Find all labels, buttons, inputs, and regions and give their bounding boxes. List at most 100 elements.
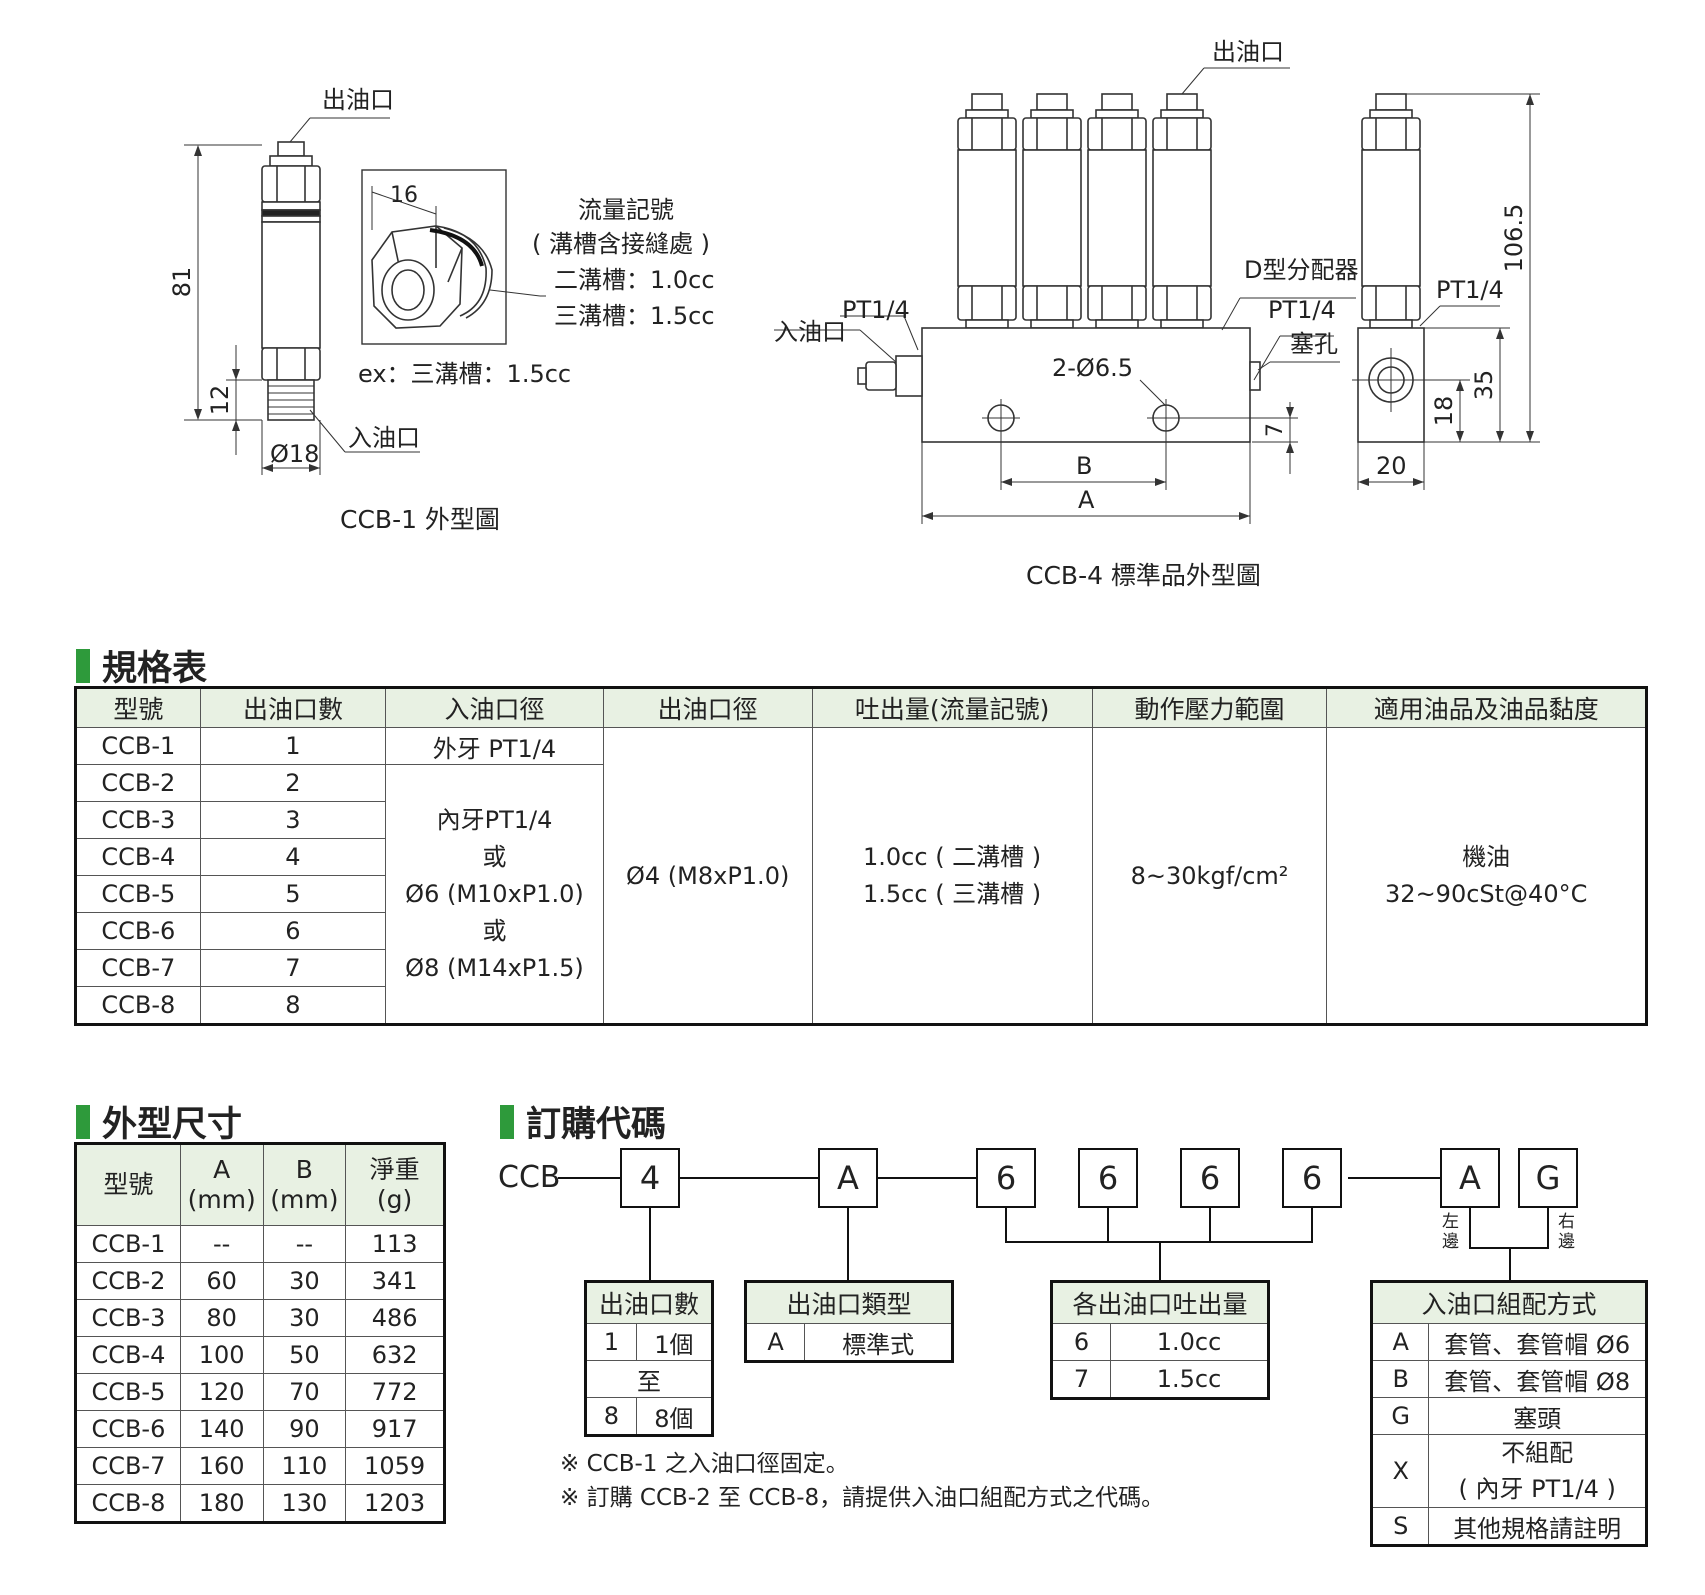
dims-cell: --	[262, 1225, 347, 1263]
code-box-type: A	[818, 1148, 878, 1208]
table-row: CCB-2 2 內牙PT1/4 或 Ø6 (M10xP1.0) 或 Ø8 (M1…	[75, 764, 1647, 1025]
spec-header: 入油口徑	[385, 687, 604, 728]
dims-cell: CCB-5	[75, 1373, 181, 1411]
oil-cell: 機油 32~90cSt@40°C	[1326, 727, 1647, 1025]
code-box-discharge-1: 6	[976, 1148, 1036, 1208]
ccb1-dim-16: 16	[390, 183, 418, 208]
table-row: X 不組配( 內牙 PT1/4 )	[1370, 1434, 1647, 1508]
dims-header-unit: (mm)	[187, 1185, 256, 1214]
dims-cell: CCB-7	[75, 1447, 181, 1485]
discharge-title: 各出油口吐出量	[1051, 1281, 1269, 1324]
dims-cell: 90	[262, 1410, 347, 1448]
dims-cell: 70	[262, 1373, 347, 1411]
spec-header: 吐出量(流量記號)	[811, 687, 1093, 728]
discharge-line: 1.5cc ( 三溝槽 )	[863, 879, 1042, 908]
outlet-count-cell: 1	[199, 727, 387, 765]
dims-cell: 160	[179, 1447, 264, 1485]
section-bar	[500, 1104, 514, 1139]
right-side-label: 右邊	[1558, 1212, 1575, 1252]
outlet-count-title: 出油口數	[585, 1281, 713, 1324]
ccb4-dim-b: B	[1076, 452, 1092, 480]
order-note-1: ※ CCB-1 之入油口徑固定。	[560, 1451, 849, 1477]
dims-header: B(mm)	[262, 1143, 347, 1226]
flow-example: ex：三溝槽：1.5cc	[358, 360, 571, 388]
dims-cell: CCB-3	[75, 1299, 181, 1337]
dims-cell: 110	[262, 1447, 347, 1485]
ccb1-caption: CCB-1 外型圖	[340, 505, 500, 534]
order-section-title: 訂購代碼	[500, 1096, 666, 1147]
ccb4-pt-left: PT1/4	[842, 296, 910, 324]
ccb1-dim-81: 81	[168, 267, 196, 298]
spec-header-row: 型號 出油口數 入油口徑 出油口徑 吐出量(流量記號) 動作壓力範圍 適用油品及…	[75, 687, 1647, 728]
ccb1-outlet-label: 出油口	[322, 86, 394, 114]
dims-header-b: B	[295, 1155, 313, 1184]
dims-cell: 180	[179, 1484, 264, 1523]
ccb4-inlet-label: 入油口	[774, 318, 846, 346]
desc-cell: 套管、套管帽 Ø8	[1428, 1360, 1647, 1398]
dims-cell: CCB-4	[75, 1336, 181, 1374]
code-cell: 6	[1050, 1323, 1112, 1361]
spec-header: 出油口徑	[602, 687, 813, 728]
desc-cell: 1個	[635, 1323, 714, 1361]
table-row: 至	[585, 1360, 713, 1398]
dims-header: A(mm)	[179, 1143, 264, 1226]
code-box-inlet-right: G	[1518, 1148, 1578, 1208]
outlet-count-cell: 8	[199, 986, 387, 1025]
spec-header: 動作壓力範圍	[1091, 687, 1328, 728]
ccb1-inlet-label: 入油口	[348, 424, 420, 452]
outlet-count-cell: 3	[199, 801, 387, 839]
dims-cell: 140	[179, 1410, 264, 1448]
desc-line: ( 內牙 PT1/4 )	[1458, 1475, 1616, 1503]
dims-cell: 30	[262, 1262, 347, 1300]
desc-cell: 塞頭	[1428, 1397, 1647, 1435]
dims-cell: 50	[262, 1336, 347, 1374]
inlet-line: 或	[482, 916, 507, 945]
code-cell: 8	[585, 1397, 637, 1436]
ccb4-dim-35: 35	[1470, 370, 1498, 401]
dims-cell: CCB-2	[75, 1262, 181, 1300]
dims-cell: 80	[179, 1299, 264, 1337]
dims-title-text: 外型尺寸	[102, 1105, 243, 1145]
outlet-type-title: 出油口類型	[745, 1281, 953, 1324]
model-cell: CCB-2	[75, 764, 201, 802]
desc-line: 不組配	[1501, 1439, 1574, 1467]
model-cell: CCB-5	[75, 875, 201, 913]
ccb4-dim-1065: 106.5	[1500, 204, 1528, 273]
dims-header-unit: (mm)	[270, 1185, 339, 1214]
model-cell: CCB-8	[75, 986, 201, 1025]
desc-cell: 至	[585, 1360, 713, 1398]
order-code-connectors	[558, 1177, 1549, 1282]
dims-cell: 1059	[345, 1447, 445, 1485]
code-cell: B	[1370, 1360, 1430, 1398]
desc-cell: 其他規格請註明	[1428, 1507, 1647, 1546]
model-cell: CCB-3	[75, 801, 201, 839]
dims-cell: 130	[262, 1484, 347, 1523]
code-cell: A	[744, 1323, 806, 1362]
dims-header-unit: (g)	[376, 1185, 413, 1214]
ccb4-dim-7: 7	[1263, 423, 1288, 437]
code-cell: 1	[585, 1323, 637, 1361]
ccb4-d-type: D型分配器	[1244, 256, 1358, 284]
dims-section-title: 外型尺寸	[76, 1096, 242, 1147]
table-row: CCB-1----113	[75, 1225, 445, 1263]
code-cell: 7	[1050, 1360, 1112, 1399]
dims-cell: 113	[345, 1225, 445, 1263]
dims-cell: 120	[179, 1373, 264, 1411]
dims-cell: 1203	[345, 1484, 445, 1523]
ccb4-dim-20: 20	[1376, 452, 1407, 480]
oil-line: 機油	[1462, 842, 1511, 871]
outlet-count-cell: 7	[199, 949, 387, 987]
dims-cell: 100	[179, 1336, 264, 1374]
code-cell: G	[1370, 1397, 1430, 1435]
ccb4-pt-right: PT1/4	[1268, 296, 1336, 324]
